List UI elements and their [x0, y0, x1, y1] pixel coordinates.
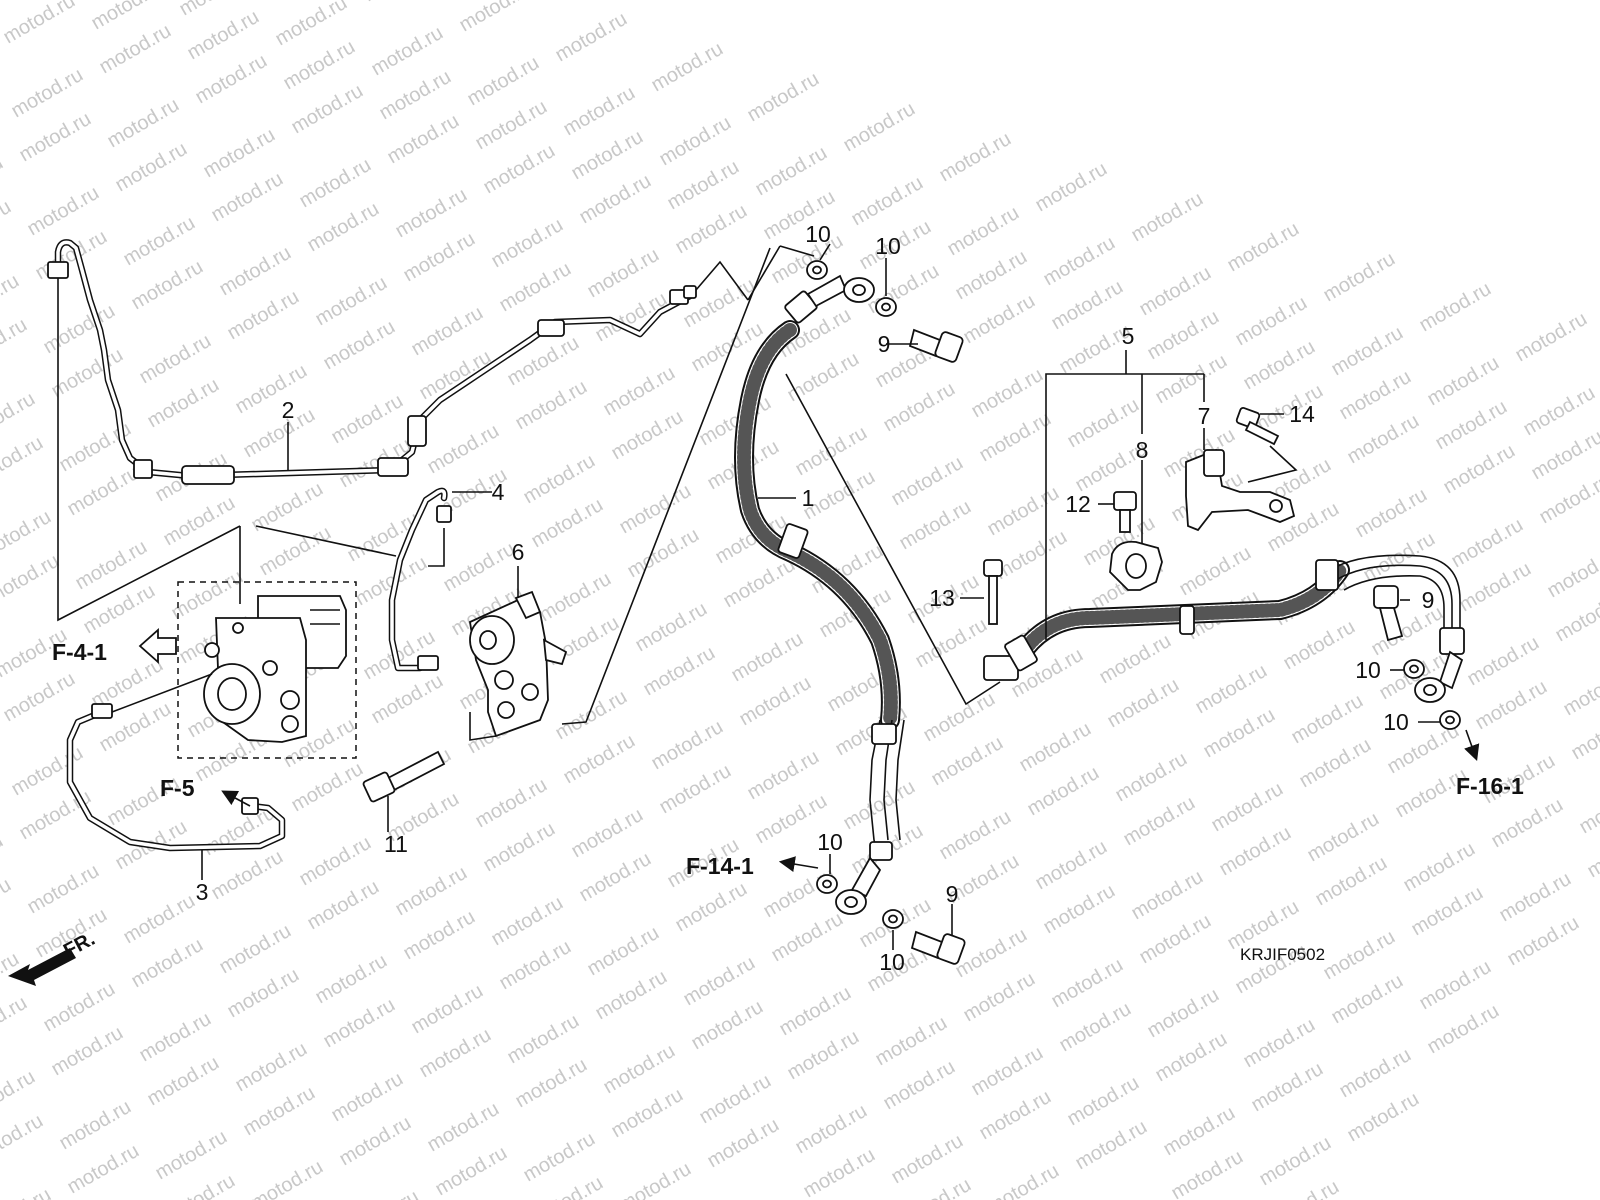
- callout-4: 4: [492, 479, 505, 505]
- brake-joint-6: [469, 590, 568, 738]
- watermark-text: motod.ru: [1416, 278, 1495, 337]
- washer-upper-right: [875, 297, 897, 317]
- bolt-14: [1235, 407, 1280, 446]
- watermark-text: motod.ru: [0, 874, 15, 933]
- watermark-text: motod.ru: [1512, 308, 1591, 367]
- callout-10: 10: [879, 949, 905, 975]
- callout-14: 14: [1289, 401, 1315, 427]
- hose-stay-7: [1185, 448, 1296, 532]
- leader-lines: [57, 243, 1440, 950]
- callout-5: 5: [1122, 323, 1135, 349]
- watermark-text: motod.ru: [552, 8, 631, 67]
- watermark-text: motod.ru: [984, 1160, 1063, 1200]
- watermark-text: motod.ru: [0, 1184, 55, 1200]
- callout-6: 6: [512, 539, 525, 565]
- watermark-text: motod.ru: [1128, 188, 1207, 247]
- brake-pipe-2: [47, 239, 697, 485]
- watermark-text: motod.ru: [1560, 662, 1600, 721]
- brake-pipe-3: [66, 703, 286, 852]
- reference-arrows: [138, 627, 1480, 872]
- watermark-text: motod.ru: [1544, 544, 1600, 603]
- watermark-text: motod.ru: [0, 432, 47, 491]
- reference-f-4-1[interactable]: F-4-1: [52, 639, 107, 665]
- callout-10: 10: [817, 829, 843, 855]
- washer-right-lower: [1439, 710, 1461, 730]
- reference-f-16-1[interactable]: F-16-1: [1456, 773, 1524, 799]
- watermark-text: motod.ru: [648, 38, 727, 97]
- watermark-text: motod.ru: [0, 196, 15, 255]
- callout-10: 10: [1383, 709, 1409, 735]
- bolt-9-right: [1373, 585, 1404, 642]
- washer-right-upper: [1403, 659, 1425, 679]
- watermark-text: motod.ru: [0, 314, 31, 373]
- washer-lower-right: [882, 909, 904, 929]
- reference-f-14-1[interactable]: F-14-1: [686, 853, 754, 879]
- watermark-text: motod.ru: [1224, 218, 1303, 277]
- watermark-text: motod.ru: [360, 0, 439, 6]
- callout-9: 9: [878, 331, 891, 357]
- watermark-text: motod.ru: [936, 128, 1015, 187]
- bolt-9-lower: [910, 930, 966, 965]
- washer-upper-left: [806, 260, 828, 280]
- watermark-text: motod.ru: [1320, 248, 1399, 307]
- watermark-text: motod.ru: [0, 992, 31, 1051]
- brake-pipe-4: [388, 487, 452, 672]
- watermark-text: motod.ru: [0, 550, 63, 609]
- brake-hose-1: [734, 274, 905, 915]
- callout-9: 9: [946, 881, 959, 907]
- bolt-11: [362, 750, 446, 803]
- reference-f-5[interactable]: F-5: [160, 775, 195, 801]
- bolt-12: [1113, 491, 1137, 533]
- callout-8: 8: [1136, 437, 1149, 463]
- callout-10: 10: [1355, 657, 1381, 683]
- watermark-text: motod.ru: [344, 1186, 423, 1200]
- watermark-text: motod.ru: [840, 98, 919, 157]
- callout-9: 9: [1422, 587, 1435, 613]
- watermark-text: motod.ru: [248, 1156, 327, 1200]
- callout-10: 10: [875, 233, 901, 259]
- watermark-text: motod.ru: [0, 1110, 47, 1169]
- watermark-text: motod.ru: [0, 0, 79, 48]
- watermark-text: motod.ru: [1032, 158, 1111, 217]
- callout-12: 12: [1065, 491, 1091, 517]
- washer-lower-left: [816, 874, 838, 894]
- bolt-13: [983, 559, 1003, 625]
- watermark-text: motod.ru: [456, 0, 535, 36]
- callout-13: 13: [929, 585, 955, 611]
- bolt-9-upper: [908, 328, 964, 363]
- callout-7: 7: [1198, 403, 1211, 429]
- watermark-text: motod.ru: [616, 1158, 695, 1200]
- front-arrow-icon: [8, 948, 76, 986]
- callout-10: 10: [805, 221, 831, 247]
- watermark-text: motod.ru: [744, 68, 823, 127]
- watermark-text: motod.ru: [1576, 780, 1600, 839]
- callout-2: 2: [282, 397, 295, 423]
- abs-modulator: [177, 581, 357, 759]
- callout-11: 11: [384, 831, 408, 857]
- diagram-code: KRJIF0502: [1240, 945, 1325, 964]
- hose-clamp-8: [1109, 540, 1163, 591]
- callout-1: 1: [802, 485, 815, 511]
- callout-3: 3: [196, 879, 209, 905]
- brake-hose-5: [983, 554, 1465, 703]
